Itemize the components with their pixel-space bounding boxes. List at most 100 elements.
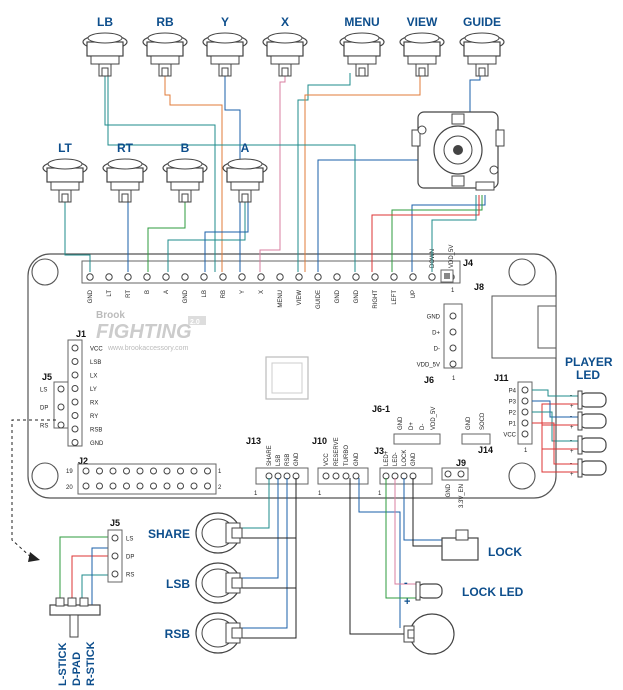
led-wire bbox=[532, 422, 578, 465]
j1-pin bbox=[71, 412, 79, 419]
j10-pin-label: TURBO bbox=[344, 445, 350, 466]
j5-ext-pin-label: RS bbox=[126, 573, 134, 579]
j10-pin-label: RESERVE bbox=[334, 437, 340, 466]
j10-pin bbox=[342, 472, 350, 480]
j2-pin bbox=[123, 467, 130, 475]
led-plus: + bbox=[570, 449, 574, 455]
header-pin bbox=[238, 273, 246, 281]
j5-pin-label: RS bbox=[40, 424, 48, 430]
j10-pin-label: VCC bbox=[324, 453, 330, 466]
lock-button-body bbox=[403, 613, 455, 655]
j2-pin bbox=[163, 482, 171, 490]
header-pin-label: X bbox=[259, 290, 265, 294]
j2-pin bbox=[204, 482, 211, 490]
j8-pin-label: D- bbox=[434, 347, 440, 353]
j8-pin-label: GND bbox=[427, 315, 441, 321]
led-wire bbox=[541, 434, 578, 473]
switch-label-dpad: D-PAD bbox=[71, 652, 83, 686]
header-pin-label: GND bbox=[88, 289, 94, 303]
header-pin-label: LEFT bbox=[392, 290, 398, 305]
header-pin bbox=[162, 273, 170, 281]
header-pin bbox=[333, 273, 341, 281]
j1-pin-label: LX bbox=[90, 374, 97, 380]
header-pin bbox=[409, 273, 417, 281]
j11-pin bbox=[521, 408, 529, 416]
header-pin-label: UP bbox=[411, 290, 417, 298]
j6-pin1: 1 bbox=[452, 376, 456, 382]
j1-pin bbox=[71, 344, 79, 352]
brand-line2: FIGHTING bbox=[96, 321, 192, 343]
header-pin-label: MENU bbox=[278, 290, 284, 308]
j8-label: J8 bbox=[474, 282, 484, 292]
brand-logo: Brook FIGHTING 2.0 www.brookaccessory.co… bbox=[96, 310, 206, 352]
button-guide-label: GUIDE bbox=[463, 15, 501, 29]
j1-pin-label: LSB bbox=[90, 360, 101, 366]
header-pin-label: GND bbox=[183, 289, 189, 303]
header-pin bbox=[86, 273, 94, 281]
j2-pin bbox=[96, 467, 103, 475]
j2-n1: 1 bbox=[218, 469, 222, 475]
led-minus: - bbox=[570, 438, 572, 444]
j1-pin-label: RY bbox=[90, 414, 98, 420]
j9-pin-label: 3.3V_EN bbox=[459, 484, 465, 508]
button-lsb-label: LSB bbox=[166, 577, 190, 591]
joystick bbox=[411, 111, 505, 191]
header-pin-label: RT bbox=[126, 290, 132, 298]
j2-n20: 20 bbox=[66, 485, 73, 491]
switch-label-lstick: L-STICK bbox=[57, 643, 69, 686]
j2-pin bbox=[150, 467, 157, 475]
header-pin bbox=[181, 273, 189, 281]
led-plus: + bbox=[570, 404, 574, 410]
header-pin-label: GND bbox=[335, 289, 341, 303]
header-pin-label: DOWN bbox=[430, 249, 436, 268]
j11-label: J11 bbox=[494, 373, 509, 383]
j1-pin bbox=[71, 425, 79, 433]
player-led-group: PLAYER LED -+-+-+-+ bbox=[532, 355, 613, 478]
j1-pin-label: LY bbox=[90, 387, 97, 393]
j14-label: J14 bbox=[478, 445, 493, 455]
j10-pin1: 1 bbox=[318, 491, 322, 497]
j1-pin bbox=[71, 439, 79, 446]
button-menu-label: MENU bbox=[344, 15, 379, 29]
header-pin-label: VDD_5V bbox=[449, 245, 455, 268]
j2-pin bbox=[109, 467, 117, 475]
j11-pin-label: VCC bbox=[503, 433, 516, 439]
j2-pin bbox=[204, 467, 211, 475]
j1-pin bbox=[71, 398, 79, 406]
led-wire bbox=[541, 403, 578, 434]
button-lsb: LSB bbox=[166, 562, 243, 604]
j2-pin bbox=[96, 482, 103, 490]
j8-pin bbox=[449, 312, 457, 320]
button-rt: RT bbox=[102, 141, 148, 203]
j3-label: J3 bbox=[374, 446, 384, 456]
j5-ext-pin bbox=[111, 552, 119, 560]
header-pin bbox=[257, 273, 265, 281]
j11-pin-label: P4 bbox=[509, 389, 517, 395]
header-pin bbox=[143, 273, 151, 281]
header-pin-label: RB bbox=[221, 290, 227, 298]
j9-pin-label: GND bbox=[446, 483, 452, 497]
j11-pin bbox=[521, 419, 529, 427]
j2-pin bbox=[109, 482, 117, 490]
j1-label: J1 bbox=[76, 329, 86, 339]
j11-pin-label: P2 bbox=[509, 411, 517, 417]
j2-n2: 2 bbox=[218, 485, 222, 491]
button-x: X bbox=[262, 15, 308, 77]
button-menu: MENU bbox=[339, 15, 385, 77]
header-pin bbox=[105, 273, 113, 281]
j13-pin-label: GND bbox=[294, 452, 300, 466]
header-pin-label: A bbox=[164, 290, 170, 294]
wires-bottom bbox=[11, 419, 448, 639]
j5-ext-pin bbox=[111, 534, 119, 542]
j2-n19: 19 bbox=[66, 469, 73, 475]
led-wire bbox=[532, 411, 578, 442]
j2-pin bbox=[190, 467, 198, 475]
j5-ext-label: J5 bbox=[110, 518, 120, 528]
header-pin bbox=[295, 273, 303, 281]
button-rb: RB bbox=[142, 15, 188, 77]
j11-pin1: 1 bbox=[524, 448, 528, 454]
header-pin bbox=[428, 273, 436, 281]
